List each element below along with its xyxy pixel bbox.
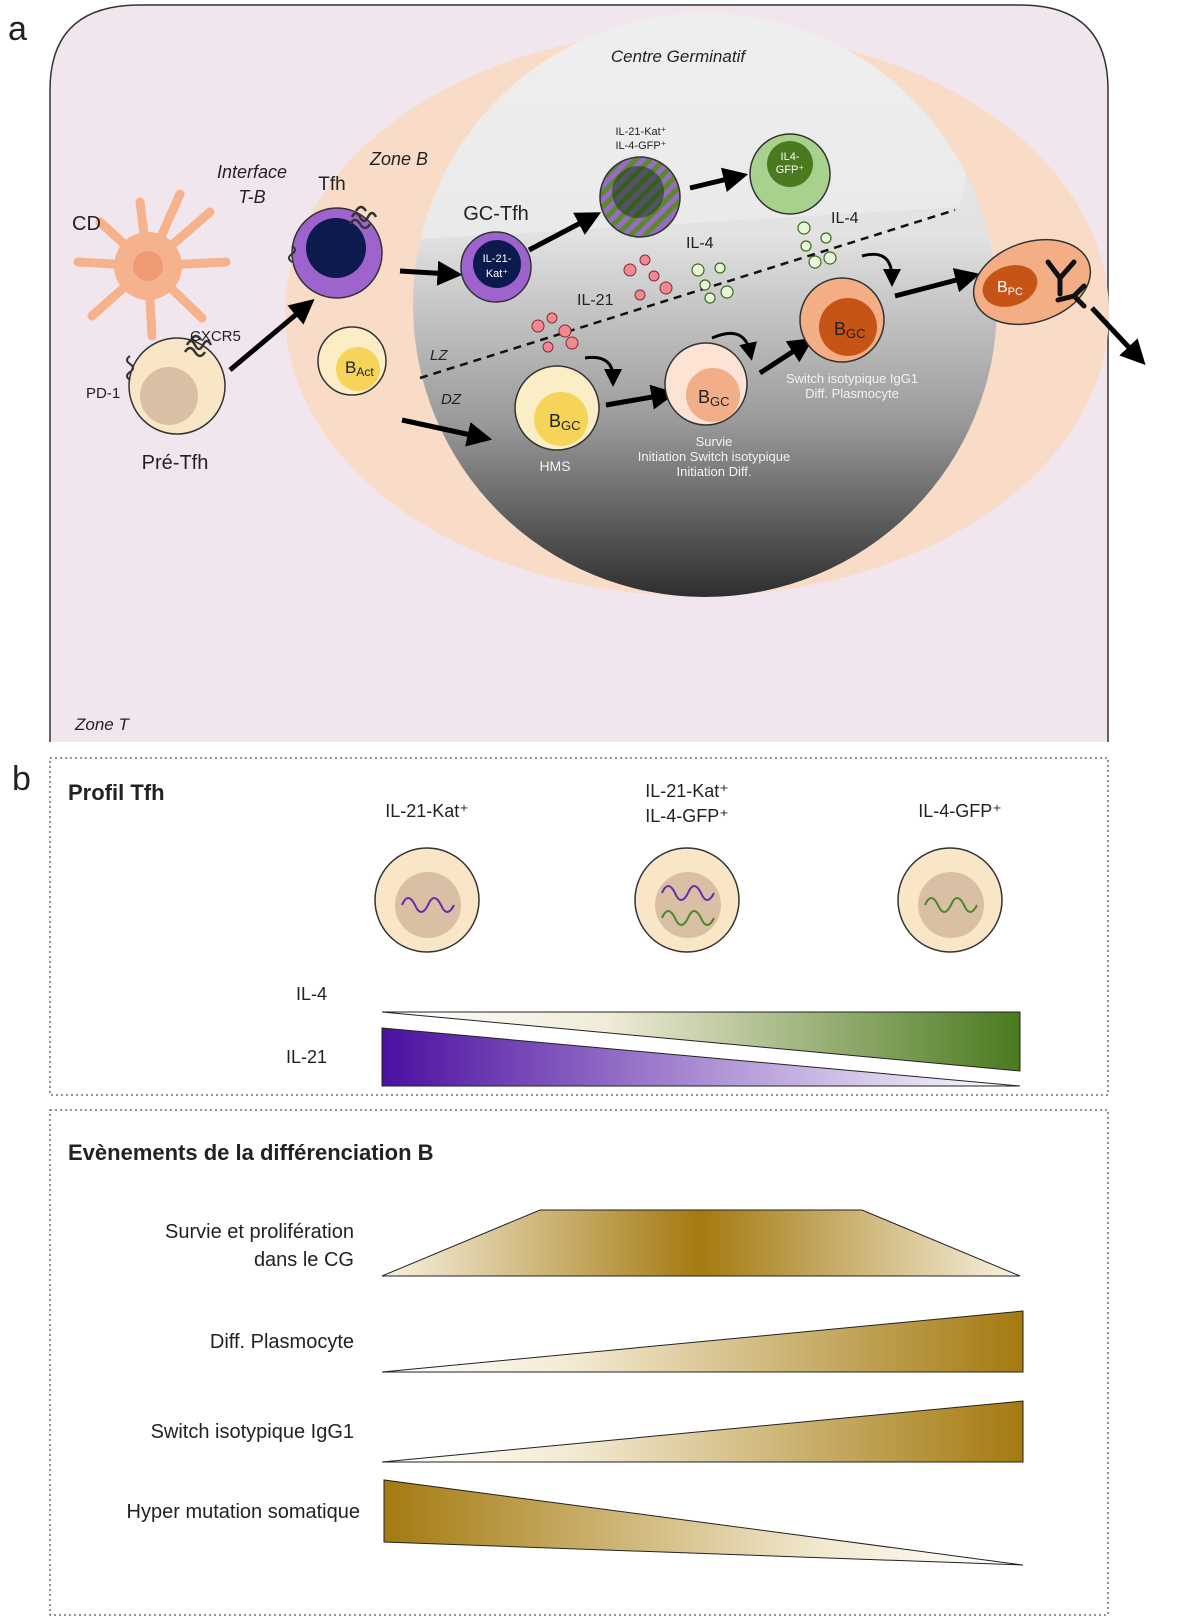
event-survie-label-2: dans le CG	[254, 1249, 354, 1271]
event-hms-label: Hyper mutation somatique	[127, 1501, 360, 1523]
pre-tfh-label: Pré-Tfh	[142, 452, 209, 474]
bgc-cell-2	[664, 342, 748, 426]
arrow-bgc3-to-bpc	[894, 268, 981, 299]
gc-tfh-cell	[460, 231, 532, 303]
hms-label: HMS	[539, 458, 570, 474]
profile-il4-label: IL-4	[296, 984, 327, 1004]
loop-arrow-1	[584, 355, 622, 387]
arrow-bpc-exit	[1090, 306, 1146, 366]
profile-col3-label: IL-4-GFP⁺	[918, 801, 1002, 821]
profil-tfh-box	[49, 757, 1109, 1096]
dual-label-1: IL-21-Kat⁺	[615, 126, 666, 138]
il4-producer-cell	[749, 133, 831, 215]
b-act-label: BAct	[345, 358, 374, 379]
profile-cell-dual	[634, 847, 740, 953]
events-box	[49, 1109, 1109, 1616]
event-hms-shape	[383, 1479, 1024, 1566]
arrow-dual-to-il4	[689, 167, 749, 193]
il4-cell-label-1: IL4-	[781, 151, 800, 163]
pd1-label: PD-1	[86, 385, 120, 402]
bgc-cell-1	[514, 365, 600, 451]
tfh-label: Tfh	[318, 174, 345, 195]
antibody-icon	[1045, 259, 1087, 309]
il4-gradient-wedge	[381, 1011, 1021, 1072]
il21-gradient-wedge	[381, 1027, 1021, 1087]
arrow-pre-tfh-to-tfh	[228, 298, 315, 372]
diff-plasmocyte-label: Diff. Plasmocyte	[805, 386, 899, 401]
zone-b-label: Zone B	[369, 149, 428, 169]
interface-label-2: T-B	[238, 187, 265, 207]
survie-label: Survie	[696, 434, 733, 449]
il4-top-label: IL-4	[831, 210, 859, 227]
bgc-label-3: BGC	[834, 319, 866, 341]
arrow-bgc1-to-bgc2	[605, 384, 677, 410]
germinal-center	[413, 13, 997, 597]
event-diff-shape	[381, 1310, 1024, 1373]
bpc-label: BPC	[997, 279, 1023, 298]
pre-tfh-cell	[126, 334, 226, 435]
cxcr5-label: CXCR5	[190, 328, 241, 345]
il4-mid-label: IL-4	[686, 235, 714, 252]
profile-il21-label: IL-21	[286, 1047, 327, 1067]
profile-cell-il4	[897, 847, 1003, 953]
zone-t-label: Zone T	[74, 715, 130, 734]
profile-cell-il21	[374, 847, 480, 953]
init-diff-label: Initiation Diff.	[677, 464, 752, 479]
cd-label: CD	[72, 213, 101, 235]
profile-col2-label-1: IL-21-Kat⁺	[645, 781, 729, 801]
profile-col1-label: IL-21-Kat⁺	[385, 801, 469, 821]
dz-label: DZ	[441, 391, 462, 408]
loop-arrow-3	[861, 252, 901, 287]
event-diff-label: Diff. Plasmocyte	[210, 1331, 354, 1353]
bgc-cell-3	[799, 277, 885, 363]
centre-germinatif-label: Centre Germinatif	[611, 47, 747, 66]
panel-a-letter: a	[8, 10, 27, 48]
dendritic-cell-icon	[73, 189, 231, 341]
dual-label-2: IL-4-GFP⁺	[615, 140, 666, 152]
events-title: Evènements de la différenciation B	[68, 1140, 434, 1165]
arrow-tfh-to-gc-tfh	[399, 260, 463, 286]
il4-cytokines	[691, 221, 837, 304]
switch-igg1-label: Switch isotypique IgG1	[786, 371, 918, 386]
loop-arrow-2	[711, 331, 757, 361]
lz-label: LZ	[430, 347, 448, 364]
profil-tfh-title: Profil Tfh	[68, 780, 165, 805]
event-switch-label: Switch isotypique IgG1	[151, 1421, 354, 1443]
arrow-gc-tfh-to-dual	[527, 212, 602, 253]
event-survie-label-1: Survie et prolifération	[165, 1221, 354, 1243]
bgc-label-2: BGC	[698, 387, 730, 409]
arrow-bact-to-bgc	[401, 417, 493, 447]
gc-tfh-label: GC-Tfh	[463, 203, 529, 225]
il21-cytokines	[531, 254, 673, 353]
lz-dz-boundary	[419, 208, 956, 380]
il21-label: IL-21	[577, 292, 614, 309]
gc-tfh-inner-label-1: IL-21-	[483, 253, 512, 265]
bgc-label-1: BGC	[549, 411, 581, 433]
b-act-cell	[317, 326, 387, 396]
plasma-cell	[972, 238, 1092, 326]
dual-producer-cell	[599, 156, 681, 238]
tfh-cell	[288, 205, 383, 299]
event-switch-shape	[381, 1400, 1024, 1463]
il4-cell-label-2: GFP⁺	[776, 164, 805, 176]
interface-label-1: Interface	[217, 162, 287, 182]
arrow-bgc2-to-bgc3	[758, 338, 814, 376]
profile-col2-label-2: IL-4-GFP⁺	[645, 806, 729, 826]
event-survie-shape	[381, 1209, 1021, 1277]
gc-tfh-inner-label-2: Kat⁺	[486, 268, 509, 280]
panel-b-letter: b	[12, 760, 31, 798]
init-switch-label: Initiation Switch isotypique	[638, 449, 790, 464]
